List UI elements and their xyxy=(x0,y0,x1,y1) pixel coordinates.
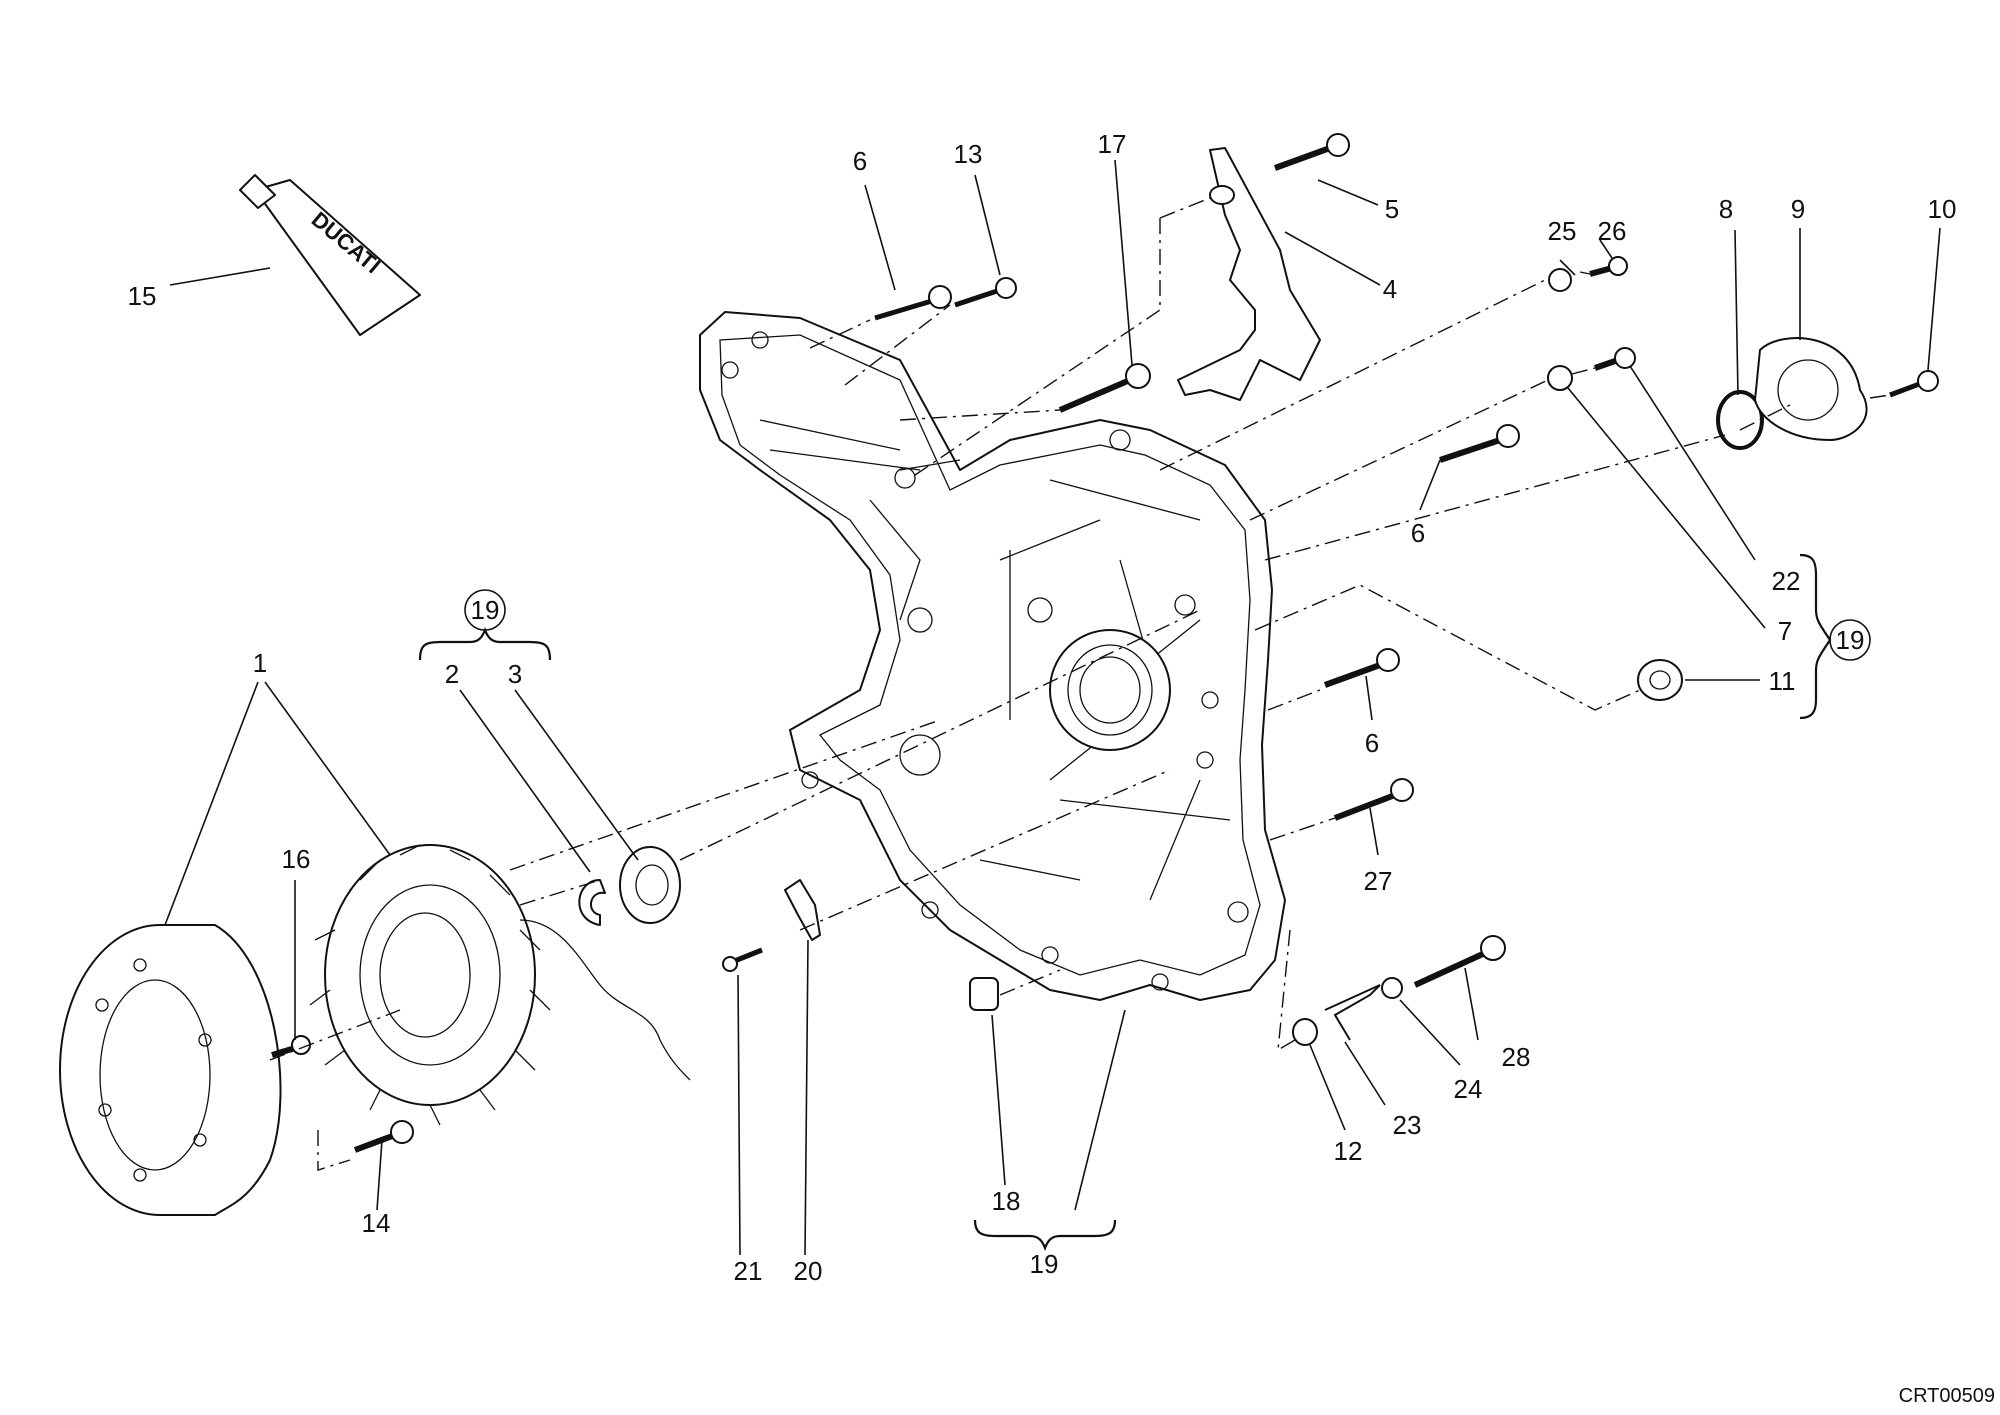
bracket xyxy=(1177,147,1321,401)
label-24: 24 xyxy=(1454,1074,1483,1104)
stator xyxy=(309,844,691,1126)
label-6-top: 6 xyxy=(853,146,867,176)
label-20: 20 xyxy=(794,1256,823,1286)
leader-lines xyxy=(164,159,1941,1256)
label-15: 15 xyxy=(128,281,157,311)
label-25: 25 xyxy=(1548,216,1577,246)
label-23: 23 xyxy=(1393,1110,1422,1140)
label-1: 1 xyxy=(253,648,267,678)
rotor xyxy=(59,924,282,1216)
label-18: 18 xyxy=(992,1186,1021,1216)
flange xyxy=(1754,337,1868,441)
bearing xyxy=(619,846,681,924)
clip xyxy=(1324,984,1381,1041)
washer-24 xyxy=(1381,977,1403,999)
group-markers xyxy=(418,553,1871,1252)
nut-12 xyxy=(1292,1018,1318,1046)
label-7: 7 xyxy=(1778,616,1792,646)
label-21: 21 xyxy=(734,1256,763,1286)
dowel xyxy=(969,977,999,1011)
label-13: 13 xyxy=(954,139,983,169)
label-27: 27 xyxy=(1364,866,1393,896)
label-19-right: 19 xyxy=(1836,625,1865,655)
screws xyxy=(271,133,1939,1153)
assembly-axes xyxy=(269,197,1891,1171)
label-10: 10 xyxy=(1928,194,1957,224)
washer-25 xyxy=(1548,268,1572,292)
label-3: 3 xyxy=(508,659,522,689)
grease-tube: DUCATI xyxy=(239,174,421,336)
o-ring xyxy=(1716,390,1764,450)
label-2: 2 xyxy=(445,659,459,689)
label-17: 17 xyxy=(1098,129,1127,159)
label-19-left: 19 xyxy=(471,595,500,625)
label-8: 8 xyxy=(1719,194,1733,224)
bushing xyxy=(1637,659,1683,701)
label-19-bottom: 19 xyxy=(1030,1249,1059,1279)
label-4: 4 xyxy=(1383,274,1397,304)
label-9: 9 xyxy=(1791,194,1805,224)
washer-7 xyxy=(1547,365,1573,391)
label-22: 22 xyxy=(1772,566,1801,596)
label-6-mid: 6 xyxy=(1411,518,1425,548)
label-6-low: 6 xyxy=(1365,728,1379,758)
label-28: 28 xyxy=(1502,1042,1531,1072)
label-5: 5 xyxy=(1385,194,1399,224)
label-14: 14 xyxy=(362,1208,391,1238)
label-12: 12 xyxy=(1334,1136,1363,1166)
circlip xyxy=(578,879,606,926)
part-labels: 1 2 3 4 5 6 6 6 7 8 9 10 11 12 13 14 15 … xyxy=(128,129,1957,1286)
generator-cover xyxy=(699,311,1286,1001)
label-11: 11 xyxy=(1769,666,1796,696)
label-26: 26 xyxy=(1598,216,1627,246)
drawing-code: CRT00509 xyxy=(1899,1385,1995,1407)
cable-clamp xyxy=(784,879,821,941)
label-16: 16 xyxy=(282,844,311,874)
